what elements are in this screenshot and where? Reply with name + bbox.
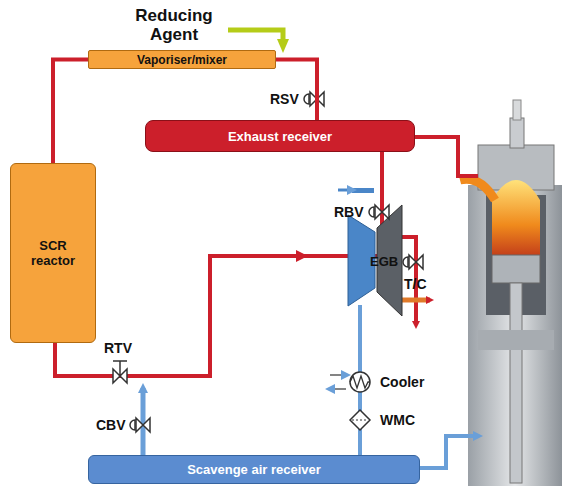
reactor-box: SCR reactor	[10, 163, 96, 343]
scavenge-pipe	[420, 436, 478, 468]
valve-label: CBV	[96, 417, 126, 433]
pipe-connector	[53, 60, 88, 164]
cbv-pipe	[141, 388, 146, 455]
mixer-box: Vaporiser/mixer	[88, 50, 276, 69]
flow-arrow	[296, 250, 308, 262]
receiver-band: Scavenge air receiver	[88, 455, 420, 484]
component-label: Cooler	[380, 374, 424, 390]
exhaust-pipe	[415, 137, 478, 176]
receiver-band: Exhaust receiver	[145, 120, 415, 152]
scr-outlet-pipe	[55, 256, 378, 376]
blue-arrow	[358, 305, 362, 318]
component-label: WMC	[380, 412, 415, 428]
valve-label: RTV	[104, 340, 132, 356]
valve-label: RBV	[334, 204, 364, 220]
component-label: T/C	[404, 276, 427, 292]
water-mist-catcher-symbol	[350, 410, 370, 430]
valve-label: RSV	[270, 91, 299, 107]
agent-label: Reducing Agent	[118, 6, 230, 44]
node-text: Exhaust receiver	[228, 129, 332, 144]
node-text: Vaporiser/mixer	[137, 53, 227, 67]
pipe-connector	[276, 60, 317, 121]
turbine-outlet	[398, 298, 430, 303]
valve-label: EGB	[370, 254, 398, 269]
node-text: Scavenge air receiver	[187, 462, 321, 477]
reducing-agent-feed	[228, 30, 283, 46]
valve-symbols	[113, 92, 423, 432]
node-text: SCR reactor	[18, 238, 88, 268]
cooler-symbol	[330, 372, 370, 392]
engine-illustration	[460, 100, 562, 486]
